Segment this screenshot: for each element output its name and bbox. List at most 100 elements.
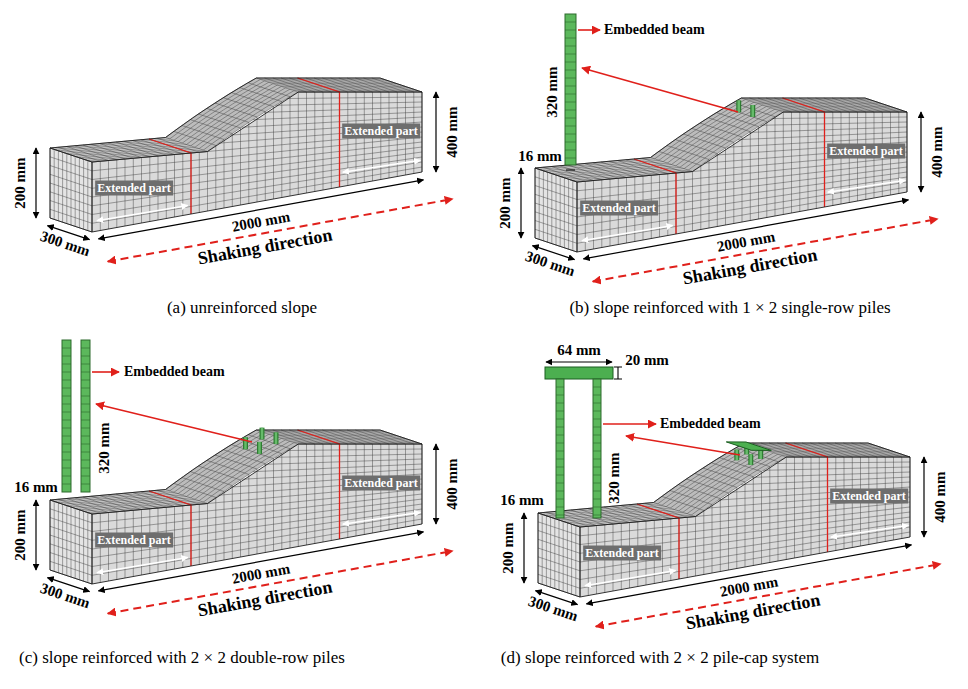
pile (748, 454, 753, 465)
region-label: Extended part (583, 546, 661, 561)
dimension-label: 320 mm (606, 452, 623, 503)
direction-label: Shaking direction (684, 589, 822, 634)
leader-arrow (96, 404, 252, 442)
slope-mesh (50, 78, 422, 232)
embedded-beam (556, 379, 564, 518)
dimension-label: 300 mm (38, 228, 92, 260)
direction-label: Shaking direction (196, 576, 334, 621)
subfigure-caption: (c) slope reinforced with 2 × 2 double-r… (19, 648, 345, 668)
pile-highlight (244, 437, 247, 449)
dimension-line (923, 457, 924, 537)
subfigure-caption: (d) slope reinforced with 2 × 2 pile-cap… (501, 648, 819, 668)
dimension-line (523, 513, 524, 583)
leader-arrow (582, 68, 738, 112)
pile (260, 428, 265, 440)
boundary-line (637, 443, 828, 579)
dimension-label: 320 mm (544, 66, 561, 117)
dimension-label: 16 mm (500, 492, 544, 509)
dimension-label: 16 mm (14, 479, 58, 496)
pile-cap (545, 367, 613, 379)
dimension-label: 200 mm (12, 509, 29, 560)
leader-arrow (603, 423, 656, 425)
dimension-label: 300 mm (526, 593, 580, 625)
beam-segments (62, 348, 71, 484)
dimension-line (35, 500, 36, 570)
dimension-line (435, 92, 436, 172)
dimension-line (546, 361, 612, 362)
dimension-label: 400 mm (444, 106, 461, 157)
dimension-label: 320 mm (96, 422, 113, 473)
leader-arrow (626, 436, 740, 455)
dimension-label: 64 mm (557, 342, 601, 359)
pile-cap (726, 442, 771, 451)
dimension-label: 300 mm (38, 580, 92, 612)
extent-arrow (582, 225, 673, 240)
dimension-label: 20 mm (625, 352, 669, 369)
callout-label: Embedded beam (124, 364, 225, 380)
dimension-label: 2000 mm (230, 560, 291, 587)
dimension-label: 200 mm (500, 522, 517, 573)
boundary-line (634, 98, 825, 234)
pile-highlight (738, 100, 741, 112)
pile (257, 442, 262, 454)
boundary-line (149, 430, 340, 566)
embedded-beam (565, 14, 576, 165)
boundary-line (149, 78, 340, 214)
extent-arrow (97, 557, 188, 572)
callout-label: Embedded beam (660, 416, 761, 432)
beam-segments (565, 22, 576, 158)
beam-segments (593, 387, 601, 515)
leader-arrow (578, 29, 600, 31)
dimension-label: 200 mm (12, 157, 29, 208)
extent-arrow (343, 160, 421, 172)
dimension-label: 16 mm (518, 148, 562, 165)
dimension-label: 200 mm (497, 177, 514, 228)
region-label: Extended part (830, 489, 908, 504)
pile-highlight (275, 432, 278, 444)
extent-arrow (831, 525, 909, 537)
region-label: Extended part (580, 201, 658, 216)
pile (750, 105, 755, 117)
beam-segments (556, 387, 564, 515)
region-label: Extended part (827, 144, 905, 159)
model-outline (50, 78, 422, 232)
dimension-tick (566, 170, 575, 171)
embedded-beam (81, 340, 90, 492)
beam-segments (81, 348, 90, 484)
slope-mesh (535, 98, 907, 252)
dimension-label: 400 mm (929, 126, 946, 177)
model-outline (535, 98, 907, 252)
dimension-label: 2000 mm (715, 228, 776, 255)
dimension-tick (614, 379, 622, 380)
pile (736, 100, 741, 112)
extent-arrow (828, 180, 906, 192)
dimension-label: 400 mm (932, 471, 949, 522)
extent-arrow (585, 570, 676, 585)
dimension-tick (617, 367, 618, 379)
direction-label: Shaking direction (196, 224, 334, 269)
embedded-beam (62, 340, 71, 492)
pile-highlight (261, 428, 264, 440)
direction-label: Shaking direction (681, 244, 819, 289)
pile-highlight (752, 105, 755, 117)
subfigure-caption: (a) unreinforced slope (167, 298, 317, 318)
pile-highlight (258, 442, 261, 454)
dimension-label: 2000 mm (230, 208, 291, 235)
dimension-label: 400 mm (444, 458, 461, 509)
region-label: Extended part (342, 124, 420, 139)
dimension-tick (614, 367, 622, 368)
dimension-line (520, 168, 521, 238)
leader-arrow (92, 371, 119, 373)
mesh-lines (535, 98, 907, 252)
embedded-beam (593, 379, 601, 518)
extent-arrow (343, 512, 421, 524)
dimension-label: 300 mm (523, 248, 577, 280)
dimension-line (35, 148, 36, 218)
callout-label: Embedded beam (604, 22, 705, 38)
extent-arrow (97, 205, 188, 220)
dimension-label: 2000 mm (718, 573, 779, 600)
region-label: Extended part (95, 533, 173, 548)
subfigure-caption: (b) slope reinforced with 1 × 2 single-r… (569, 298, 890, 318)
